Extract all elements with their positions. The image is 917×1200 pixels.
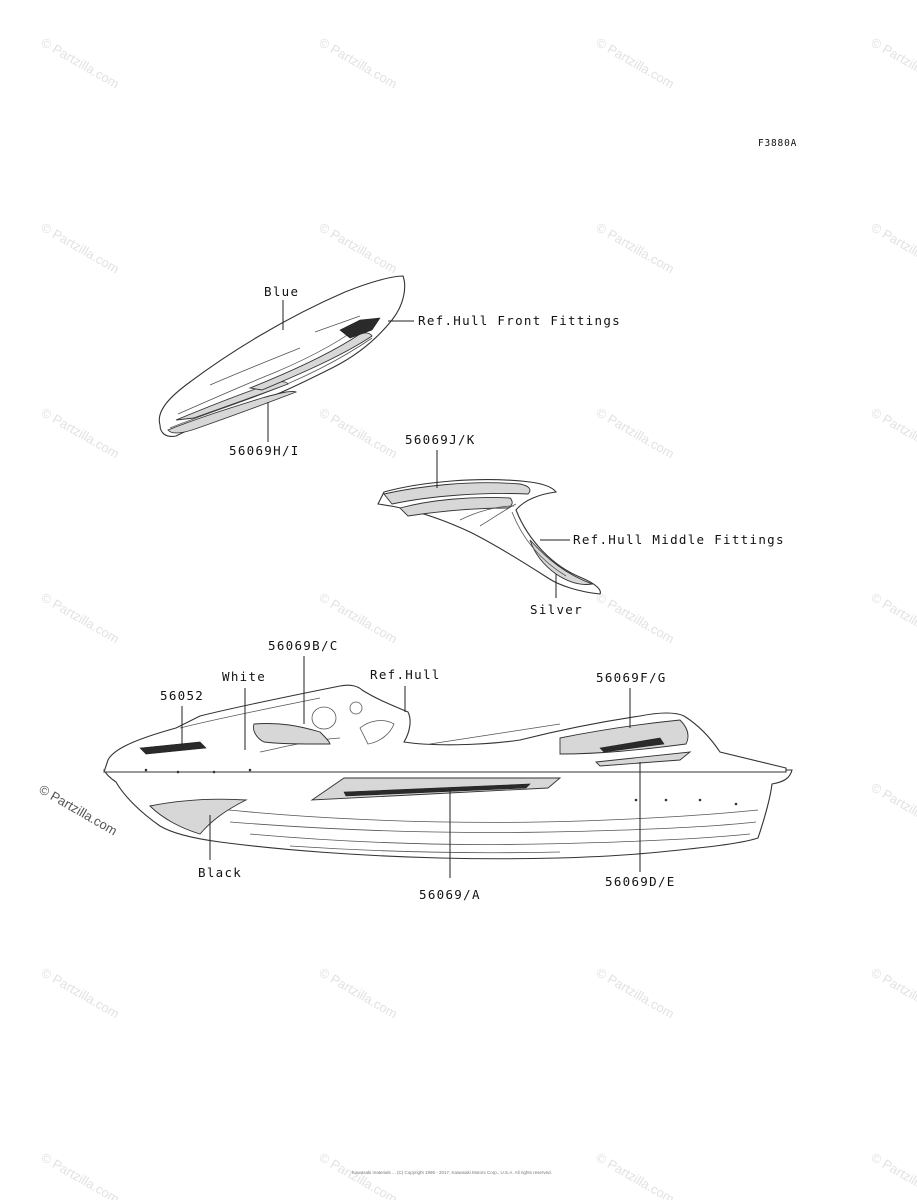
front-hull-deck-part xyxy=(158,275,406,437)
watermark: © Partzilla.com xyxy=(869,35,917,92)
figure-code: F3880A xyxy=(758,138,797,149)
watermark: © Partzilla.com xyxy=(317,965,400,1022)
middle-hull-part xyxy=(377,479,601,595)
label-56069jk: 56069J/K xyxy=(405,432,476,447)
copyright-note: Kawasaki materials ... (C) Copyright 199… xyxy=(352,1170,552,1175)
watermark: © Partzilla.com xyxy=(869,220,917,277)
label-56069hi: 56069H/I xyxy=(229,443,300,458)
label-56069de: 56069D/E xyxy=(605,874,676,889)
watermark: © Partzilla.com xyxy=(317,405,400,462)
watermark: © Partzilla.com xyxy=(869,405,917,462)
watermark: © Partzilla.com xyxy=(39,1150,122,1200)
watermark: © Partzilla.com xyxy=(594,590,677,647)
watermark: © Partzilla.com xyxy=(594,220,677,277)
full-hull-part xyxy=(103,684,793,860)
label-ref-hull-middle-fittings: Ref.Hull Middle Fittings xyxy=(573,532,785,547)
label-56052: 56052 xyxy=(160,688,204,703)
watermark: © Partzilla.com xyxy=(317,220,400,277)
watermark: © Partzilla.com xyxy=(39,35,122,92)
label-56069fg: 56069F/G xyxy=(596,670,667,685)
label-56069bc: 56069B/C xyxy=(268,638,339,653)
label-blue: Blue xyxy=(264,284,299,299)
watermark: © Partzilla.com xyxy=(594,35,677,92)
watermark: © Partzilla.com xyxy=(39,590,122,647)
watermark: © Partzilla.com xyxy=(594,405,677,462)
watermark: © Partzilla.com xyxy=(869,590,917,647)
watermark: © Partzilla.com xyxy=(594,1150,677,1200)
label-ref-hull-front-fittings: Ref.Hull Front Fittings xyxy=(418,313,621,328)
label-black: Black xyxy=(198,865,242,880)
watermark: © Partzilla.com xyxy=(869,780,917,837)
label-56069a: 56069/A xyxy=(419,887,481,902)
label-white: White xyxy=(222,669,266,684)
watermark: © Partzilla.com xyxy=(39,405,122,462)
watermark: © Partzilla.com xyxy=(39,965,122,1022)
watermark: © Partzilla.com xyxy=(869,1150,917,1200)
watermark-grid: © Partzilla.com © Partzilla.com © Partzi… xyxy=(39,35,917,1200)
watermark-strong: © Partzilla.com xyxy=(37,782,120,839)
watermark: © Partzilla.com xyxy=(39,220,122,277)
watermark: © Partzilla.com xyxy=(317,35,400,92)
label-ref-hull: Ref.Hull xyxy=(370,667,441,682)
watermark: © Partzilla.com xyxy=(869,965,917,1022)
label-silver: Silver xyxy=(530,602,583,617)
watermark: © Partzilla.com xyxy=(594,965,677,1022)
